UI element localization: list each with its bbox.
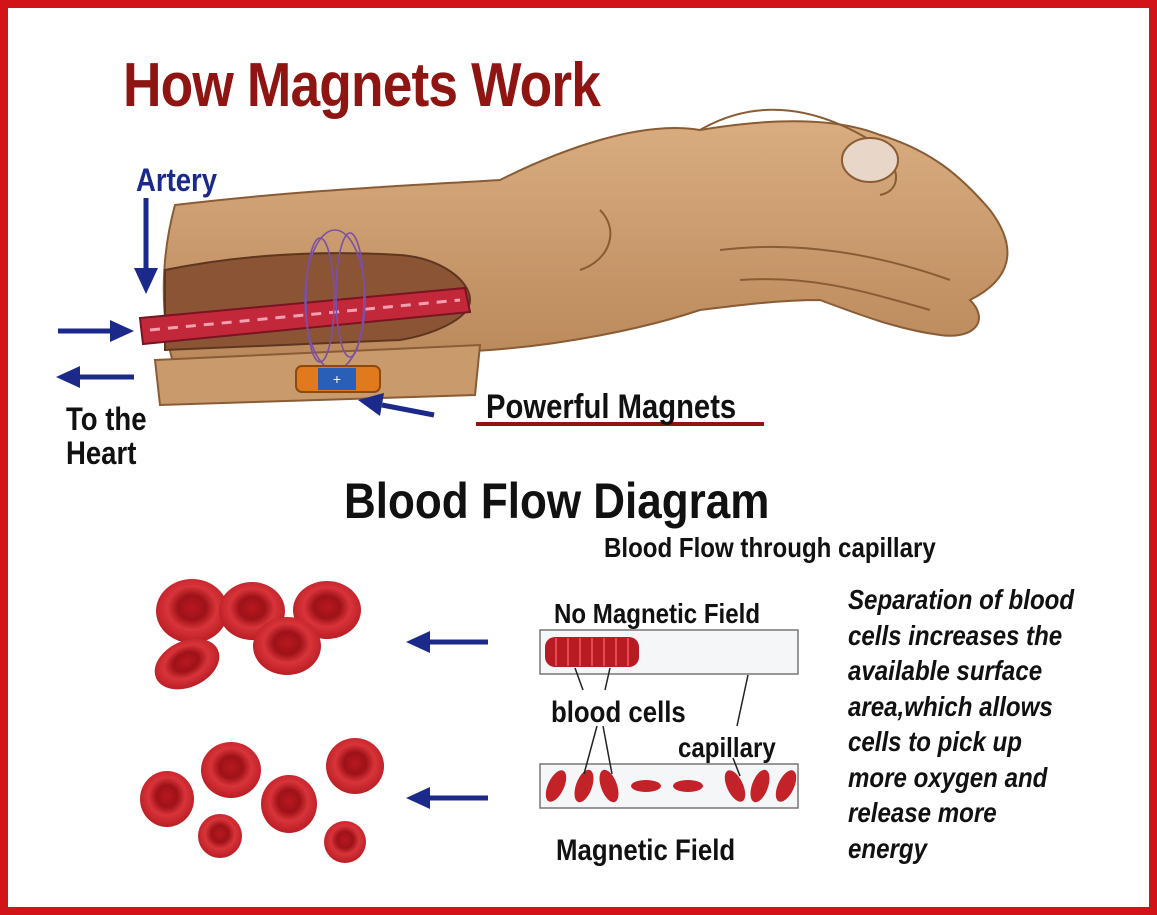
capillary-magnetic-field [539,763,799,809]
no-magnetic-field-label: No Magnetic Field [554,598,761,629]
hand-illustration [153,108,1009,407]
blood-flow-subtitle: Blood Flow through capillary [604,532,936,563]
cell-cluster-no-field [154,579,361,690]
note-line: cells to pick up [848,726,1022,757]
pointer-lines [574,667,749,777]
note-line: more oxygen and [848,761,1048,793]
magnetic-field-label: Magnetic Field [556,834,736,867]
svg-text:+: + [333,371,341,387]
arrow-icon [56,198,488,809]
note-line: cells increases the [848,619,1063,651]
blood-cells-label: blood cells [551,696,686,729]
capillary-no-field [539,629,799,675]
page-title: How Magnets Work [123,51,601,120]
powerful-magnets-label: Powerful Magnets [486,388,737,426]
illustration-layer: + [56,108,1009,863]
capillary-label: capillary [678,732,776,763]
note-line: area,which allows [848,690,1053,722]
magnet-icon: + [295,365,381,393]
note-line: energy [848,832,927,864]
separation-note: Separation of blood cells increases the … [848,582,1106,866]
note-line: available surface [848,655,1043,686]
note-line: release more [848,797,997,828]
artery-label: Artery [136,162,218,198]
to-the-heart-line2: Heart [66,435,137,471]
to-the-heart-label: To the Heart [66,402,147,470]
note-line: Separation of blood [848,584,1075,615]
cell-cluster-magnetic-field [140,738,384,863]
to-the-heart-line1: To the [66,401,147,437]
blood-flow-title: Blood Flow Diagram [344,473,770,529]
